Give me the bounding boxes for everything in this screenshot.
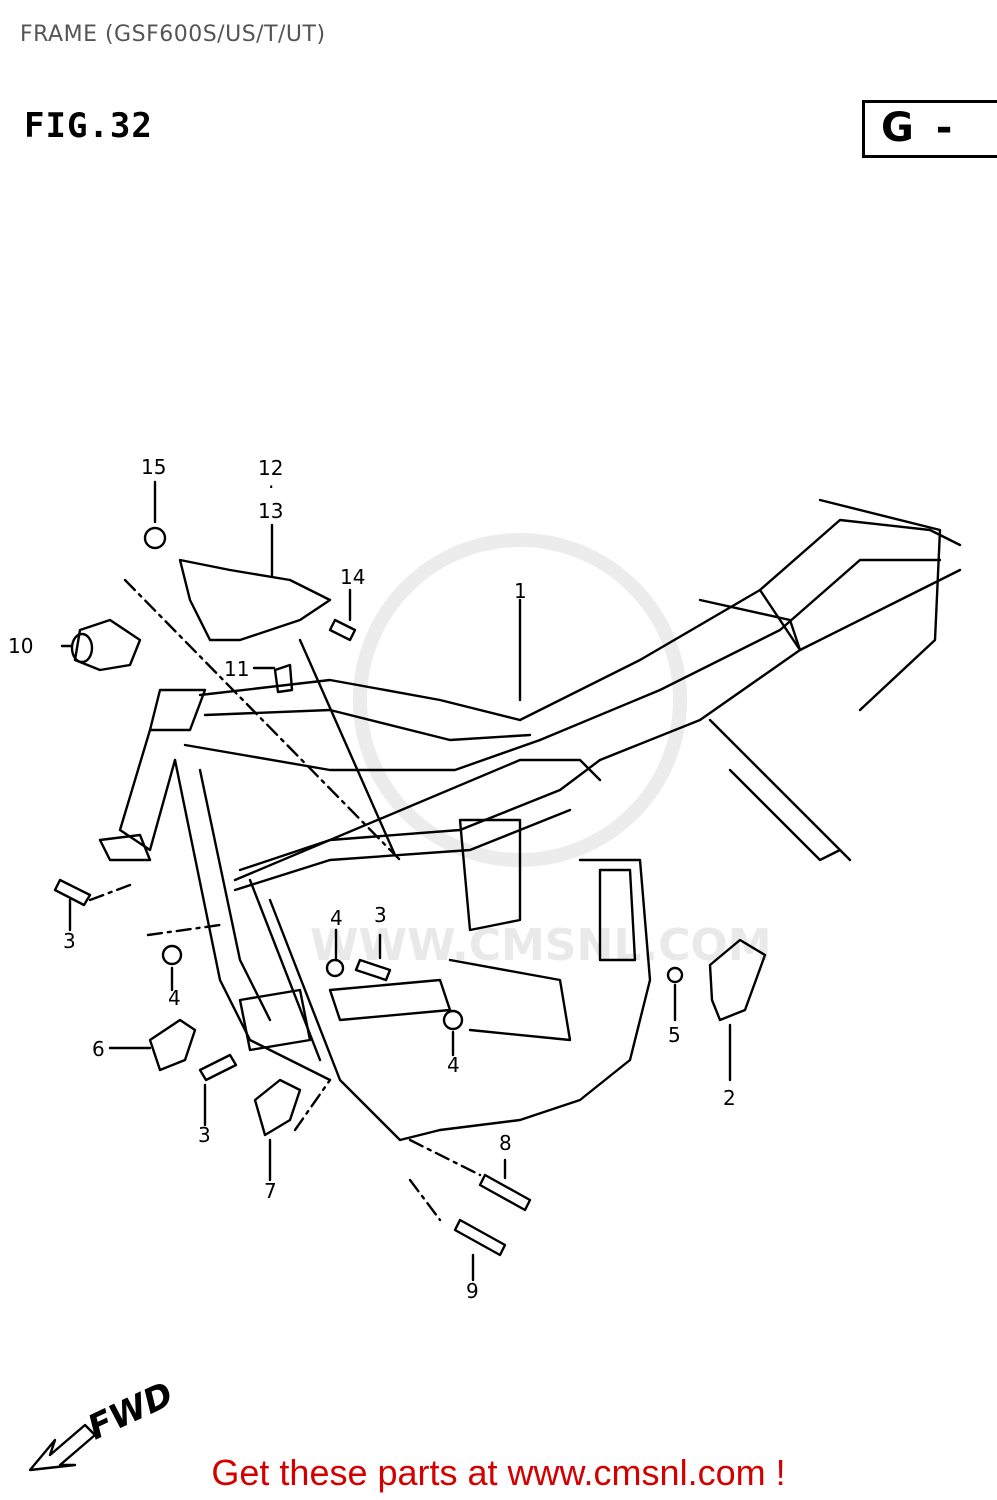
callout-8: 8: [499, 1131, 512, 1155]
callout-2: 2: [723, 1086, 736, 1110]
part-2-cover: [708, 938, 767, 1082]
callout-1: 1: [514, 579, 527, 603]
figure-label: FIG.32: [24, 106, 153, 146]
part-10-cap: [60, 578, 402, 862]
watermark-text: WWW.CMSNL.COM: [310, 920, 772, 971]
callout-11: 11: [224, 657, 249, 681]
nut-parts: [146, 923, 684, 1057]
fwd-arrow-icon: [28, 1423, 97, 1472]
callout-10: 10: [8, 634, 33, 658]
callout-4a: 4: [330, 906, 343, 930]
fwd-label: FWD: [82, 1374, 180, 1448]
part-6-bracket: [108, 1018, 197, 1072]
callout-4c: 4: [447, 1053, 460, 1077]
callout-3c: 3: [198, 1123, 211, 1147]
callout-labels: 1 2 3 3 3 4 4 4 5 6 7 8 9 10 11 12 13 14…: [8, 455, 736, 1303]
page-title: FRAME (GSF600S/US/T/UT): [20, 22, 326, 47]
callout-3a: 3: [63, 929, 76, 953]
callout-12-13-dot: ·: [268, 475, 274, 499]
callout-13: 13: [258, 499, 283, 523]
callout-3b: 3: [374, 903, 387, 927]
main-frame: [98, 498, 962, 1142]
callout-14: 14: [340, 565, 365, 589]
callout-9: 9: [466, 1279, 479, 1303]
callout-15: 15: [141, 455, 166, 479]
frame-cover: [178, 523, 397, 857]
callout-4b: 4: [168, 986, 181, 1010]
callout-5: 5: [668, 1023, 681, 1047]
group-code-box: G -: [862, 100, 997, 158]
callout-6: 6: [92, 1037, 105, 1061]
part-7-bracket: [253, 1078, 332, 1182]
bolt-parts: [53, 480, 532, 1282]
footer-link[interactable]: Get these parts at www.cmsnl.com !: [211, 1452, 786, 1493]
callout-12: 12: [258, 456, 283, 480]
group-code: G -: [881, 105, 957, 151]
callout-7: 7: [264, 1179, 277, 1203]
